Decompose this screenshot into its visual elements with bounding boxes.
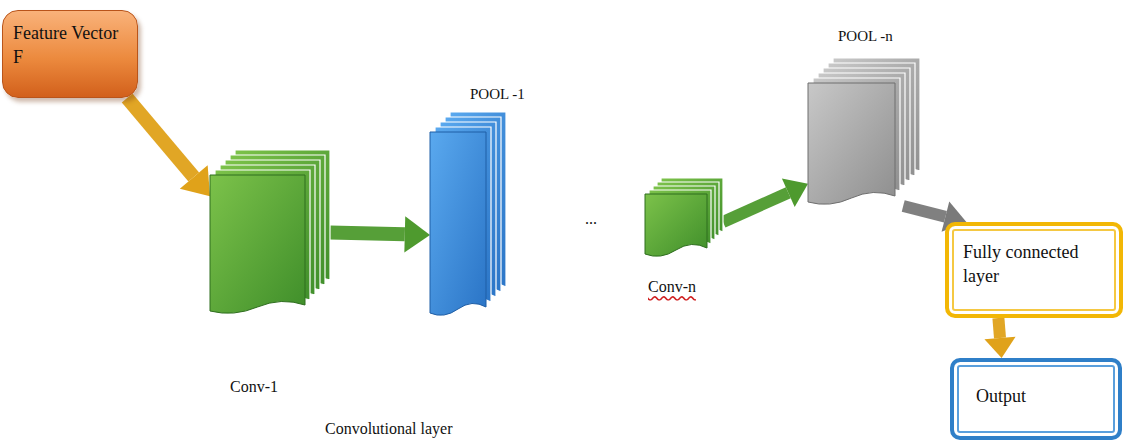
node-text: Fully connected layer [963,240,1105,289]
output-box: Output [950,358,1122,440]
flow-arrow [127,98,210,196]
feature-map-stack [808,58,920,206]
node-text: Output [976,384,1096,408]
feature-map-stack [430,112,506,317]
layer-label: POOL -n [838,28,893,45]
node-text: Feature Vector F [13,21,127,70]
pool-stack: POOL -1 [430,112,506,317]
conv-stack: Conv-1 [210,150,330,315]
layer-label: POOL -1 [470,86,525,103]
conv-stack: Conv-n [645,178,723,258]
feature-map [645,194,707,256]
flow-arrow [723,178,808,222]
feature-map [808,83,895,204]
layer-label: Conv-n [648,278,696,296]
feature-map-stack [645,178,723,258]
feature-map [430,132,486,315]
flow-arrow [330,216,430,252]
dense-box: Fully connected layer [945,222,1123,318]
ellipsis: ... [585,210,597,228]
pool-stack: POOL -n [808,58,920,206]
layer-label: Conv-1 [230,378,278,396]
feature-map [210,175,305,313]
input-box: Feature Vector F [2,10,138,98]
layer-caption: Convolutional layer [325,420,453,438]
feature-map-stack [210,150,330,315]
flow-arrow [984,318,1015,358]
